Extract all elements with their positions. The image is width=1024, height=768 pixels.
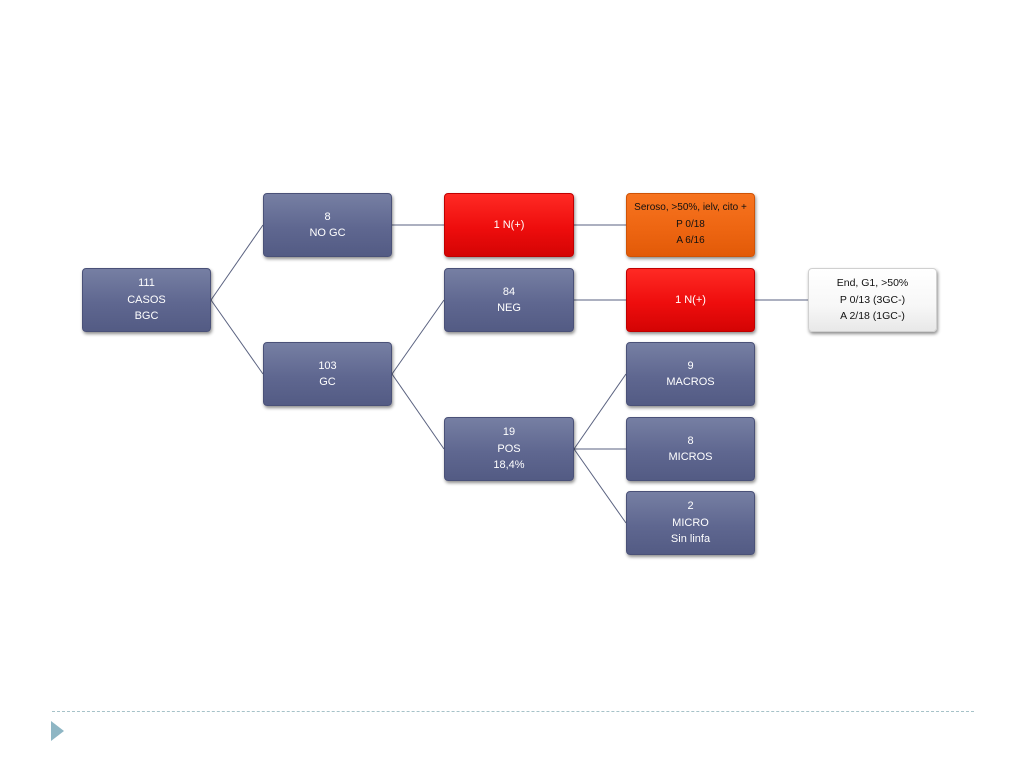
play-arrow-icon <box>51 721 64 741</box>
node-end-criteria: End, G1, >50% <box>836 277 909 290</box>
node-micro: 2 MICRO Sin linfa <box>626 491 755 555</box>
node-micro-label: MICRO <box>672 516 709 529</box>
connector-gc-pos <box>391 373 445 450</box>
node-micro-sublabel: Sin linfa <box>670 533 711 546</box>
node-root-label: CASOS <box>127 293 166 306</box>
node-neg-n-pos: 1 N(+) <box>626 268 755 332</box>
node-gc: 103 GC <box>263 342 392 406</box>
node-end: End, G1, >50% P 0/13 (3GC-) A 2/18 (1GC-… <box>808 268 937 332</box>
node-micros: 8 MICROS <box>626 417 755 481</box>
connector-pos-macros <box>573 373 627 450</box>
node-gc-value: 103 <box>318 359 337 372</box>
node-neg-value: 84 <box>502 285 516 298</box>
node-no-gc-label: NO GC <box>309 227 346 239</box>
node-neg: 84 NEG <box>444 268 574 332</box>
node-macros: 9 MACROS <box>626 342 755 406</box>
node-pos-percent: 18,4% <box>493 459 525 472</box>
node-root-value: 111 <box>138 277 155 290</box>
node-root-casos: 111 CASOS BGC <box>82 268 211 332</box>
node-micro-value: 2 <box>687 500 694 513</box>
node-neg-n-pos-label: 1 N(+) <box>675 293 706 306</box>
node-micros-label: MICROS <box>668 451 713 463</box>
node-seroso-criteria: Seroso, >50%, ielv, cito + <box>634 202 747 214</box>
footer-divider <box>52 711 974 712</box>
node-root-sublabel: BGC <box>134 310 159 323</box>
node-micros-value: 8 <box>687 434 694 447</box>
connector-pos-micro <box>573 448 627 524</box>
node-macros-value: 9 <box>687 359 694 372</box>
node-end-p: P 0/13 (3GC-) <box>839 293 906 306</box>
node-seroso: Seroso, >50%, ielv, cito + P 0/18 A 6/16 <box>626 193 755 257</box>
node-no-gc-value: 8 <box>324 210 331 223</box>
connector-root-gc <box>210 299 264 375</box>
node-end-a: A 2/18 (1GC-) <box>840 310 905 323</box>
node-pos: 19 POS 18,4% <box>444 417 574 481</box>
node-pos-label: POS <box>497 442 521 455</box>
node-pos-value: 19 <box>502 426 516 439</box>
node-no-gc-n-pos: 1 N(+) <box>444 193 574 257</box>
node-seroso-a: A 6/16 <box>676 235 705 247</box>
node-gc-label: GC <box>319 376 336 388</box>
node-macros-label: MACROS <box>666 376 715 388</box>
node-no-gc: 8 NO GC <box>263 193 392 257</box>
node-neg-label: NEG <box>497 302 521 314</box>
node-no-gc-n-pos-label: 1 N(+) <box>493 218 525 231</box>
node-seroso-p: P 0/18 <box>676 218 705 230</box>
connector-root-no-gc <box>210 224 264 301</box>
connector-gc-neg <box>391 299 445 375</box>
